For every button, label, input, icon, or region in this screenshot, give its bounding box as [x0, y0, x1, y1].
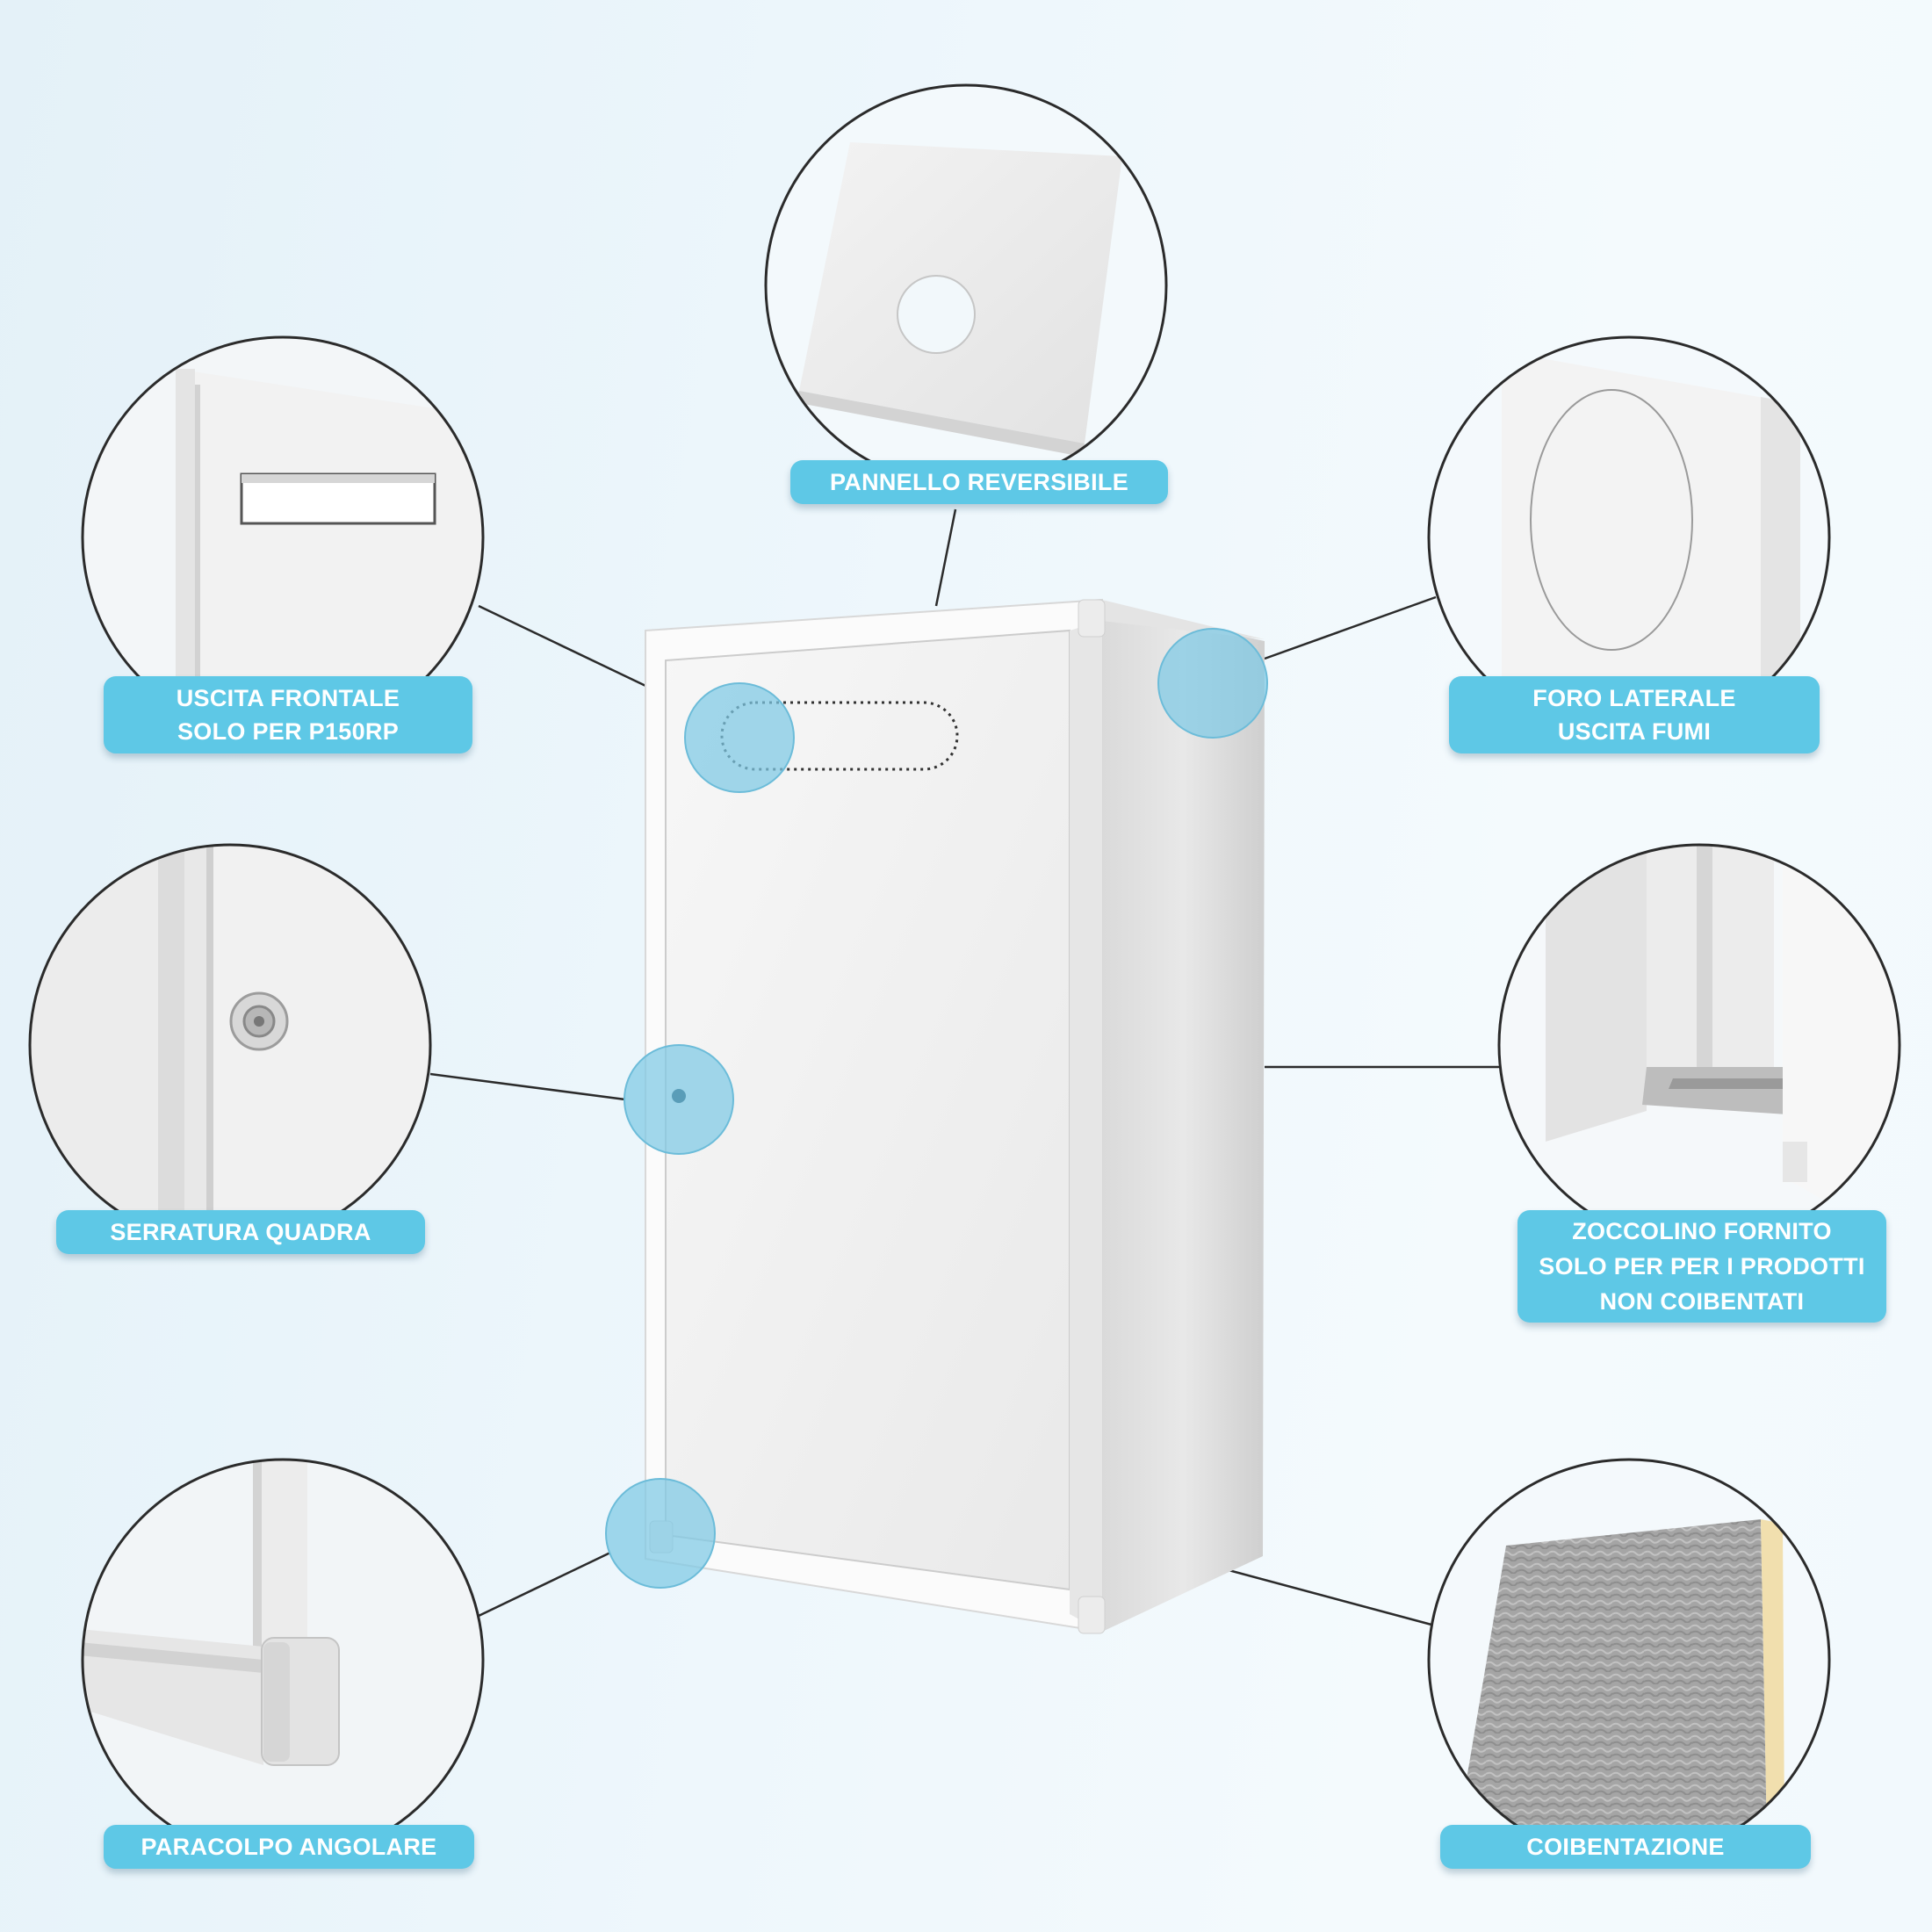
zoom-foro-laterale: [1427, 335, 1831, 739]
label-zoccolino: ZOCCOLINO FORNITO SOLO PER PER I PRODOTT…: [1517, 1210, 1886, 1323]
hotspot-paracolpo: [605, 1478, 716, 1589]
label-serratura-quadra: SERRATURA QUADRA: [56, 1210, 425, 1254]
label-paracolpo-angolare: PARACOLPO ANGOLARE: [104, 1825, 474, 1869]
lock-dot: [672, 1089, 686, 1103]
label-zoccolino-line-3: NON COIBENTATI: [1599, 1288, 1805, 1315]
label-pannello-text: PANNELLO REVERSIBILE: [829, 469, 1129, 495]
label-uscita-frontale: USCITA FRONTALE SOLO PER P150RP: [104, 676, 472, 753]
zoom-uscita-frontale: [81, 335, 485, 739]
zoom-zoccolino: [1497, 843, 1901, 1247]
connector-lines: [429, 508, 1502, 1626]
label-foro-line-2: USCITA FUMI: [1557, 718, 1712, 745]
label-coibentazione-text: COIBENTAZIONE: [1526, 1834, 1725, 1860]
label-foro-line-1: FORO LATERALE: [1532, 685, 1736, 711]
label-zoccolino-line-2: SOLO PER PER I PRODOTTI: [1539, 1253, 1865, 1280]
label-serratura-text: SERRATURA QUADRA: [110, 1219, 371, 1245]
zoom-paracolpo: [81, 1458, 485, 1862]
zoom-serratura: [28, 843, 432, 1247]
label-pannello-reversibile: PANNELLO REVERSIBILE: [790, 460, 1168, 504]
label-foro-laterale: FORO LATERALE USCITA FUMI: [1449, 676, 1820, 753]
zoom-pannello: [764, 83, 1168, 487]
hotspot-foro-laterale: [1157, 628, 1268, 739]
zoom-coibentazione: [1427, 1458, 1831, 1862]
label-coibentazione: COIBENTAZIONE: [1440, 1825, 1811, 1869]
label-zoccolino-line-1: ZOCCOLINO FORNITO: [1572, 1218, 1832, 1244]
label-uscita-line-2: SOLO PER P150RP: [177, 718, 400, 745]
label-paracolpo-text: PARACOLPO ANGOLARE: [141, 1834, 437, 1860]
label-uscita-line-1: USCITA FRONTALE: [176, 685, 400, 711]
hotspot-uscita-frontale: [684, 682, 795, 793]
cabinet-illustration: [645, 598, 1265, 1634]
